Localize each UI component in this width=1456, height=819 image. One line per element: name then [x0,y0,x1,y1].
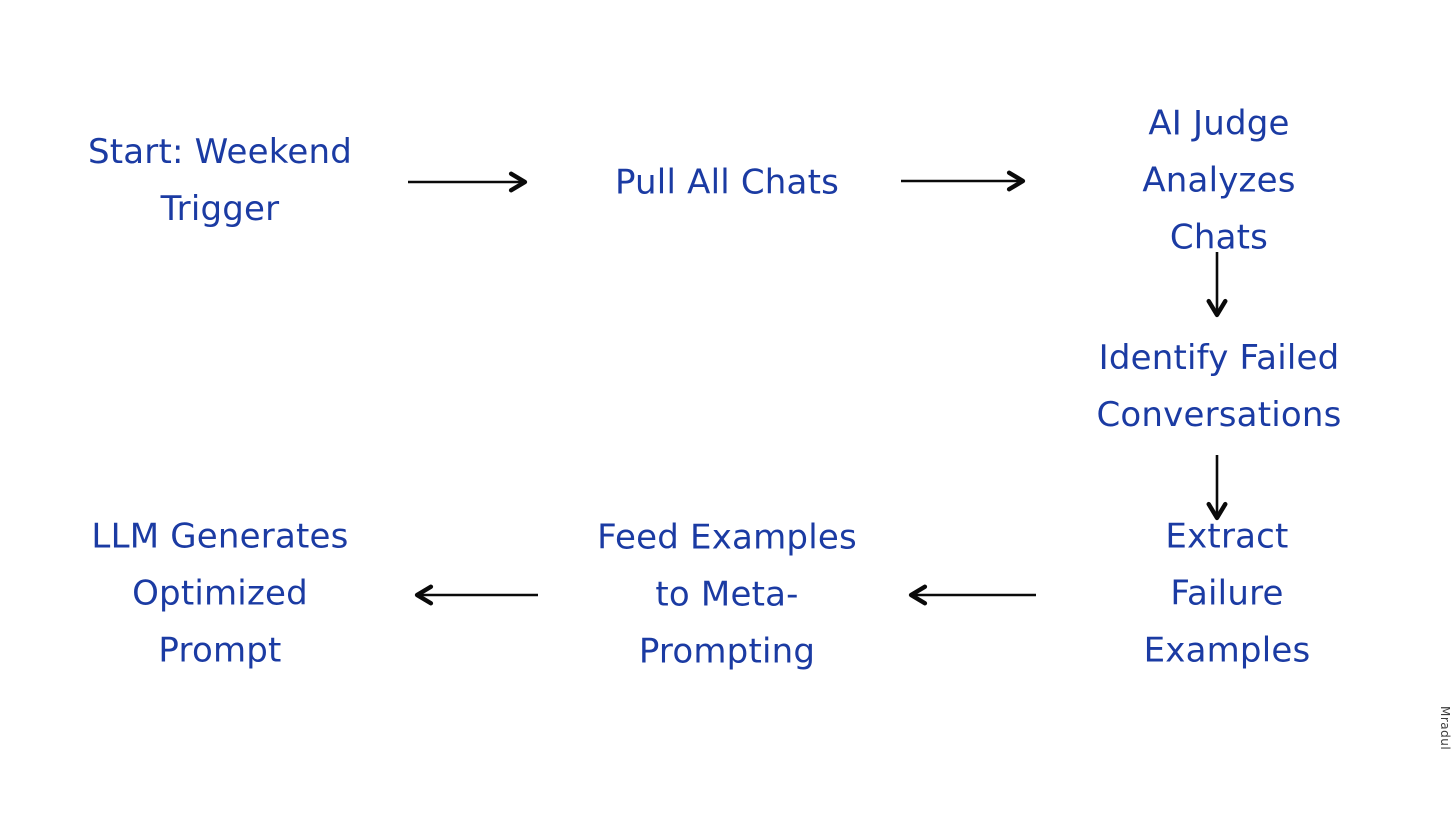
flowchart-node-llm-generates-optimized-prompt: LLM Generates Optimized Prompt [91,516,349,671]
watermark-author: Mradul [1438,706,1452,751]
flowchart-node-pull-all-chats: Pull All Chats [614,162,840,203]
flowchart-node-feed-examples-to-meta-prompting: Feed Examples to Meta- Prompting [597,517,857,672]
flowchart-node-identify-failed-conversations: Identify Failed Conversations [1096,338,1342,435]
flowchart-node-start-weekend-trigger: Start: Weekend Trigger [87,132,353,229]
flowchart-node-extract-failure-examples: Extract Failure Examples [1143,516,1311,671]
flowchart-node-ai-judge-analyzes-chats: AI Judge Analyzes Chats [1142,103,1296,258]
